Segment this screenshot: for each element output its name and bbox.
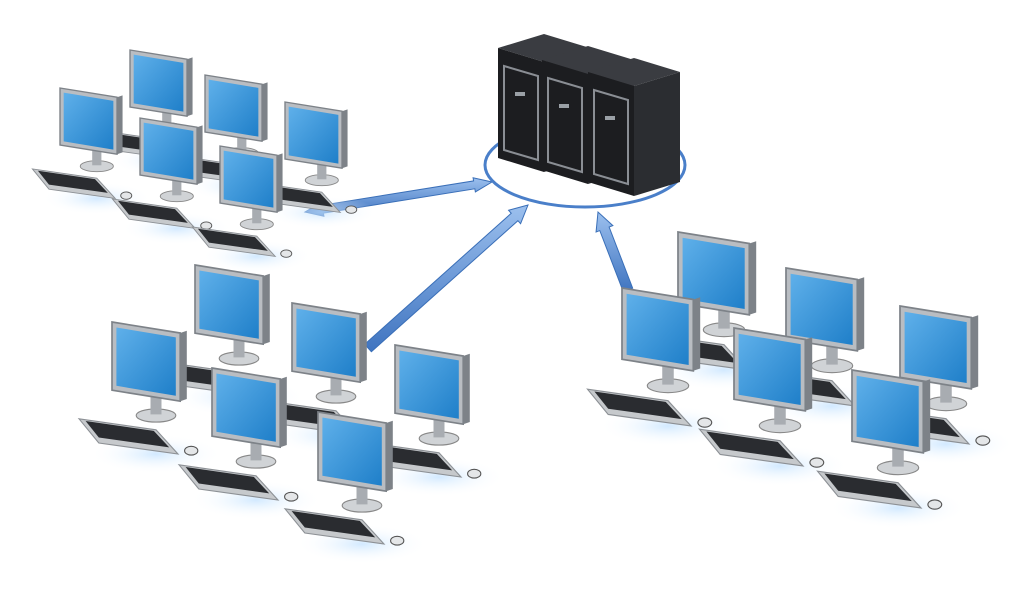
monitor-stand xyxy=(356,484,368,505)
monitor-side xyxy=(197,125,203,185)
monitor-side xyxy=(749,241,757,315)
monitor-stand xyxy=(826,343,838,365)
mouse xyxy=(120,191,133,200)
monitor-side xyxy=(262,82,268,142)
monitor-screen xyxy=(738,333,801,406)
monitor-screen xyxy=(223,150,274,208)
workstations xyxy=(31,49,1015,564)
monitor-stand xyxy=(774,403,786,425)
computer xyxy=(283,411,428,564)
keyboard-keys xyxy=(594,391,682,420)
monitor-stand xyxy=(662,363,674,385)
monitor-side xyxy=(180,330,187,402)
monitor-screen xyxy=(216,373,276,442)
computer xyxy=(586,286,737,447)
server-bezel xyxy=(547,76,583,174)
monitor-stand xyxy=(92,148,102,166)
monitor-screen xyxy=(208,79,259,137)
monitor-screen xyxy=(904,311,967,384)
keyboard-keys xyxy=(706,431,794,460)
keyboard-keys xyxy=(291,511,376,538)
keyboard-keys xyxy=(824,473,912,502)
monitor-screen xyxy=(63,92,114,150)
connection-arrow xyxy=(363,204,529,353)
monitor-stand xyxy=(150,394,162,415)
monitor-screen xyxy=(288,106,339,164)
monitor-stand xyxy=(250,440,262,461)
monitor-stand xyxy=(237,135,247,153)
monitor-screen xyxy=(133,54,184,112)
server-front xyxy=(498,48,544,172)
monitor-side xyxy=(971,315,979,389)
monitor-side xyxy=(805,337,813,411)
monitor-screen xyxy=(143,122,194,180)
monitor-side xyxy=(857,277,865,351)
computer xyxy=(111,117,232,245)
monitor-side xyxy=(360,311,367,383)
mouse xyxy=(927,499,943,510)
monitor-stand xyxy=(172,178,182,196)
mouse xyxy=(280,249,293,258)
monitor-stand xyxy=(233,337,245,358)
server-drive-icon xyxy=(559,104,569,108)
monitor-side xyxy=(187,57,193,117)
monitor-screen xyxy=(116,327,176,396)
computer xyxy=(256,101,377,229)
monitor-stand xyxy=(252,206,262,224)
mouse xyxy=(809,457,825,468)
computer xyxy=(698,326,849,487)
server-bezel xyxy=(503,64,539,162)
monitor-stand xyxy=(718,307,730,329)
mouse xyxy=(184,445,199,456)
keyboard-keys xyxy=(85,421,170,448)
monitor-side xyxy=(117,95,123,155)
computer xyxy=(191,145,312,273)
monitor-screen xyxy=(399,350,459,419)
monitor-stand xyxy=(940,381,952,403)
keyboard-keys xyxy=(197,228,268,251)
server-front xyxy=(542,60,588,184)
computer xyxy=(77,321,222,474)
mouse xyxy=(390,535,405,546)
monitor-screen xyxy=(626,293,689,366)
server-tower xyxy=(588,58,680,196)
computer xyxy=(816,368,967,529)
server-cluster xyxy=(483,34,687,209)
keyboard-keys xyxy=(185,467,270,494)
monitor-screen xyxy=(682,237,745,310)
monitor-side xyxy=(277,153,283,213)
monitor-side xyxy=(386,420,393,492)
mouse xyxy=(975,435,991,446)
mouse xyxy=(345,205,358,214)
mouse xyxy=(284,491,299,502)
monitor-screen xyxy=(790,273,853,346)
monitor-side xyxy=(463,353,470,425)
monitor-side xyxy=(280,376,287,448)
mouse xyxy=(697,417,713,428)
monitor-stand xyxy=(433,417,445,438)
monitor-screen xyxy=(322,417,382,486)
keyboard-keys xyxy=(37,170,108,193)
mouse xyxy=(467,468,482,479)
server-drive-icon xyxy=(515,92,525,96)
monitor-side xyxy=(923,379,931,453)
monitor-stand xyxy=(162,110,172,128)
monitor-side xyxy=(693,297,701,371)
server-bezel xyxy=(593,88,629,186)
server-front xyxy=(588,72,634,196)
server-side xyxy=(634,72,680,196)
monitor-screen xyxy=(199,270,259,339)
server-drive-icon xyxy=(605,116,615,120)
monitor-side xyxy=(342,109,348,169)
monitor-screen xyxy=(296,308,356,377)
monitor-side xyxy=(263,273,270,345)
monitor-stand xyxy=(892,445,904,467)
monitor-stand xyxy=(330,375,342,396)
keyboard-keys xyxy=(117,200,188,223)
connection-arrow xyxy=(595,210,634,293)
monitor-stand xyxy=(317,162,327,180)
monitor-screen xyxy=(856,375,919,448)
